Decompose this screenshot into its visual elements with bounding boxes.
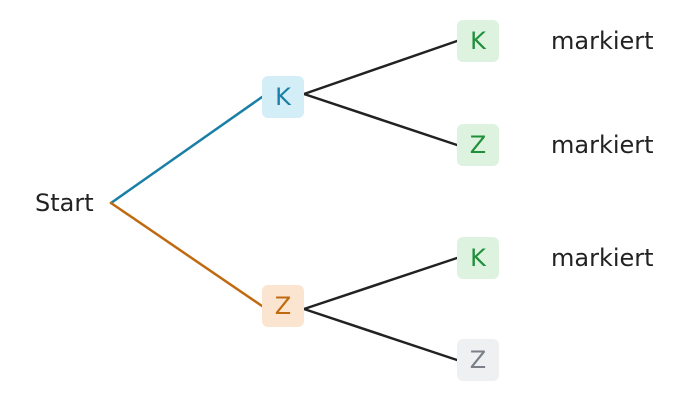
- mark-label-zk: markiert: [551, 244, 654, 272]
- edge-start-to-z: [109, 201, 264, 308]
- edge-k-to-z: [302, 92, 459, 147]
- node-box: [262, 76, 304, 118]
- node-box: [457, 124, 499, 166]
- node-box: [457, 20, 499, 62]
- root-label: Start: [35, 189, 94, 217]
- node-box: [457, 339, 499, 381]
- node-label: K: [275, 83, 292, 111]
- node-k-level1: K: [262, 76, 304, 118]
- node-label: Z: [470, 131, 486, 159]
- edge-z-to-z: [302, 307, 459, 362]
- node-z-level1: Z: [262, 285, 304, 327]
- mark-label-kk: markiert: [551, 27, 654, 55]
- edge-z-to-k: [302, 256, 459, 311]
- mark-label-kz: markiert: [551, 131, 654, 159]
- edge-k-to-k: [302, 39, 459, 96]
- node-label: Z: [470, 346, 486, 374]
- node-kz-level2: Z: [457, 124, 499, 166]
- node-box: [457, 237, 499, 279]
- node-label: K: [470, 244, 487, 272]
- node-label: K: [470, 27, 487, 55]
- node-zz-level2: Z: [457, 339, 499, 381]
- node-zk-level2: K: [457, 237, 499, 279]
- edge-start-to-k: [109, 95, 264, 205]
- node-kk-level2: K: [457, 20, 499, 62]
- node-box: [262, 285, 304, 327]
- node-label: Z: [275, 292, 291, 320]
